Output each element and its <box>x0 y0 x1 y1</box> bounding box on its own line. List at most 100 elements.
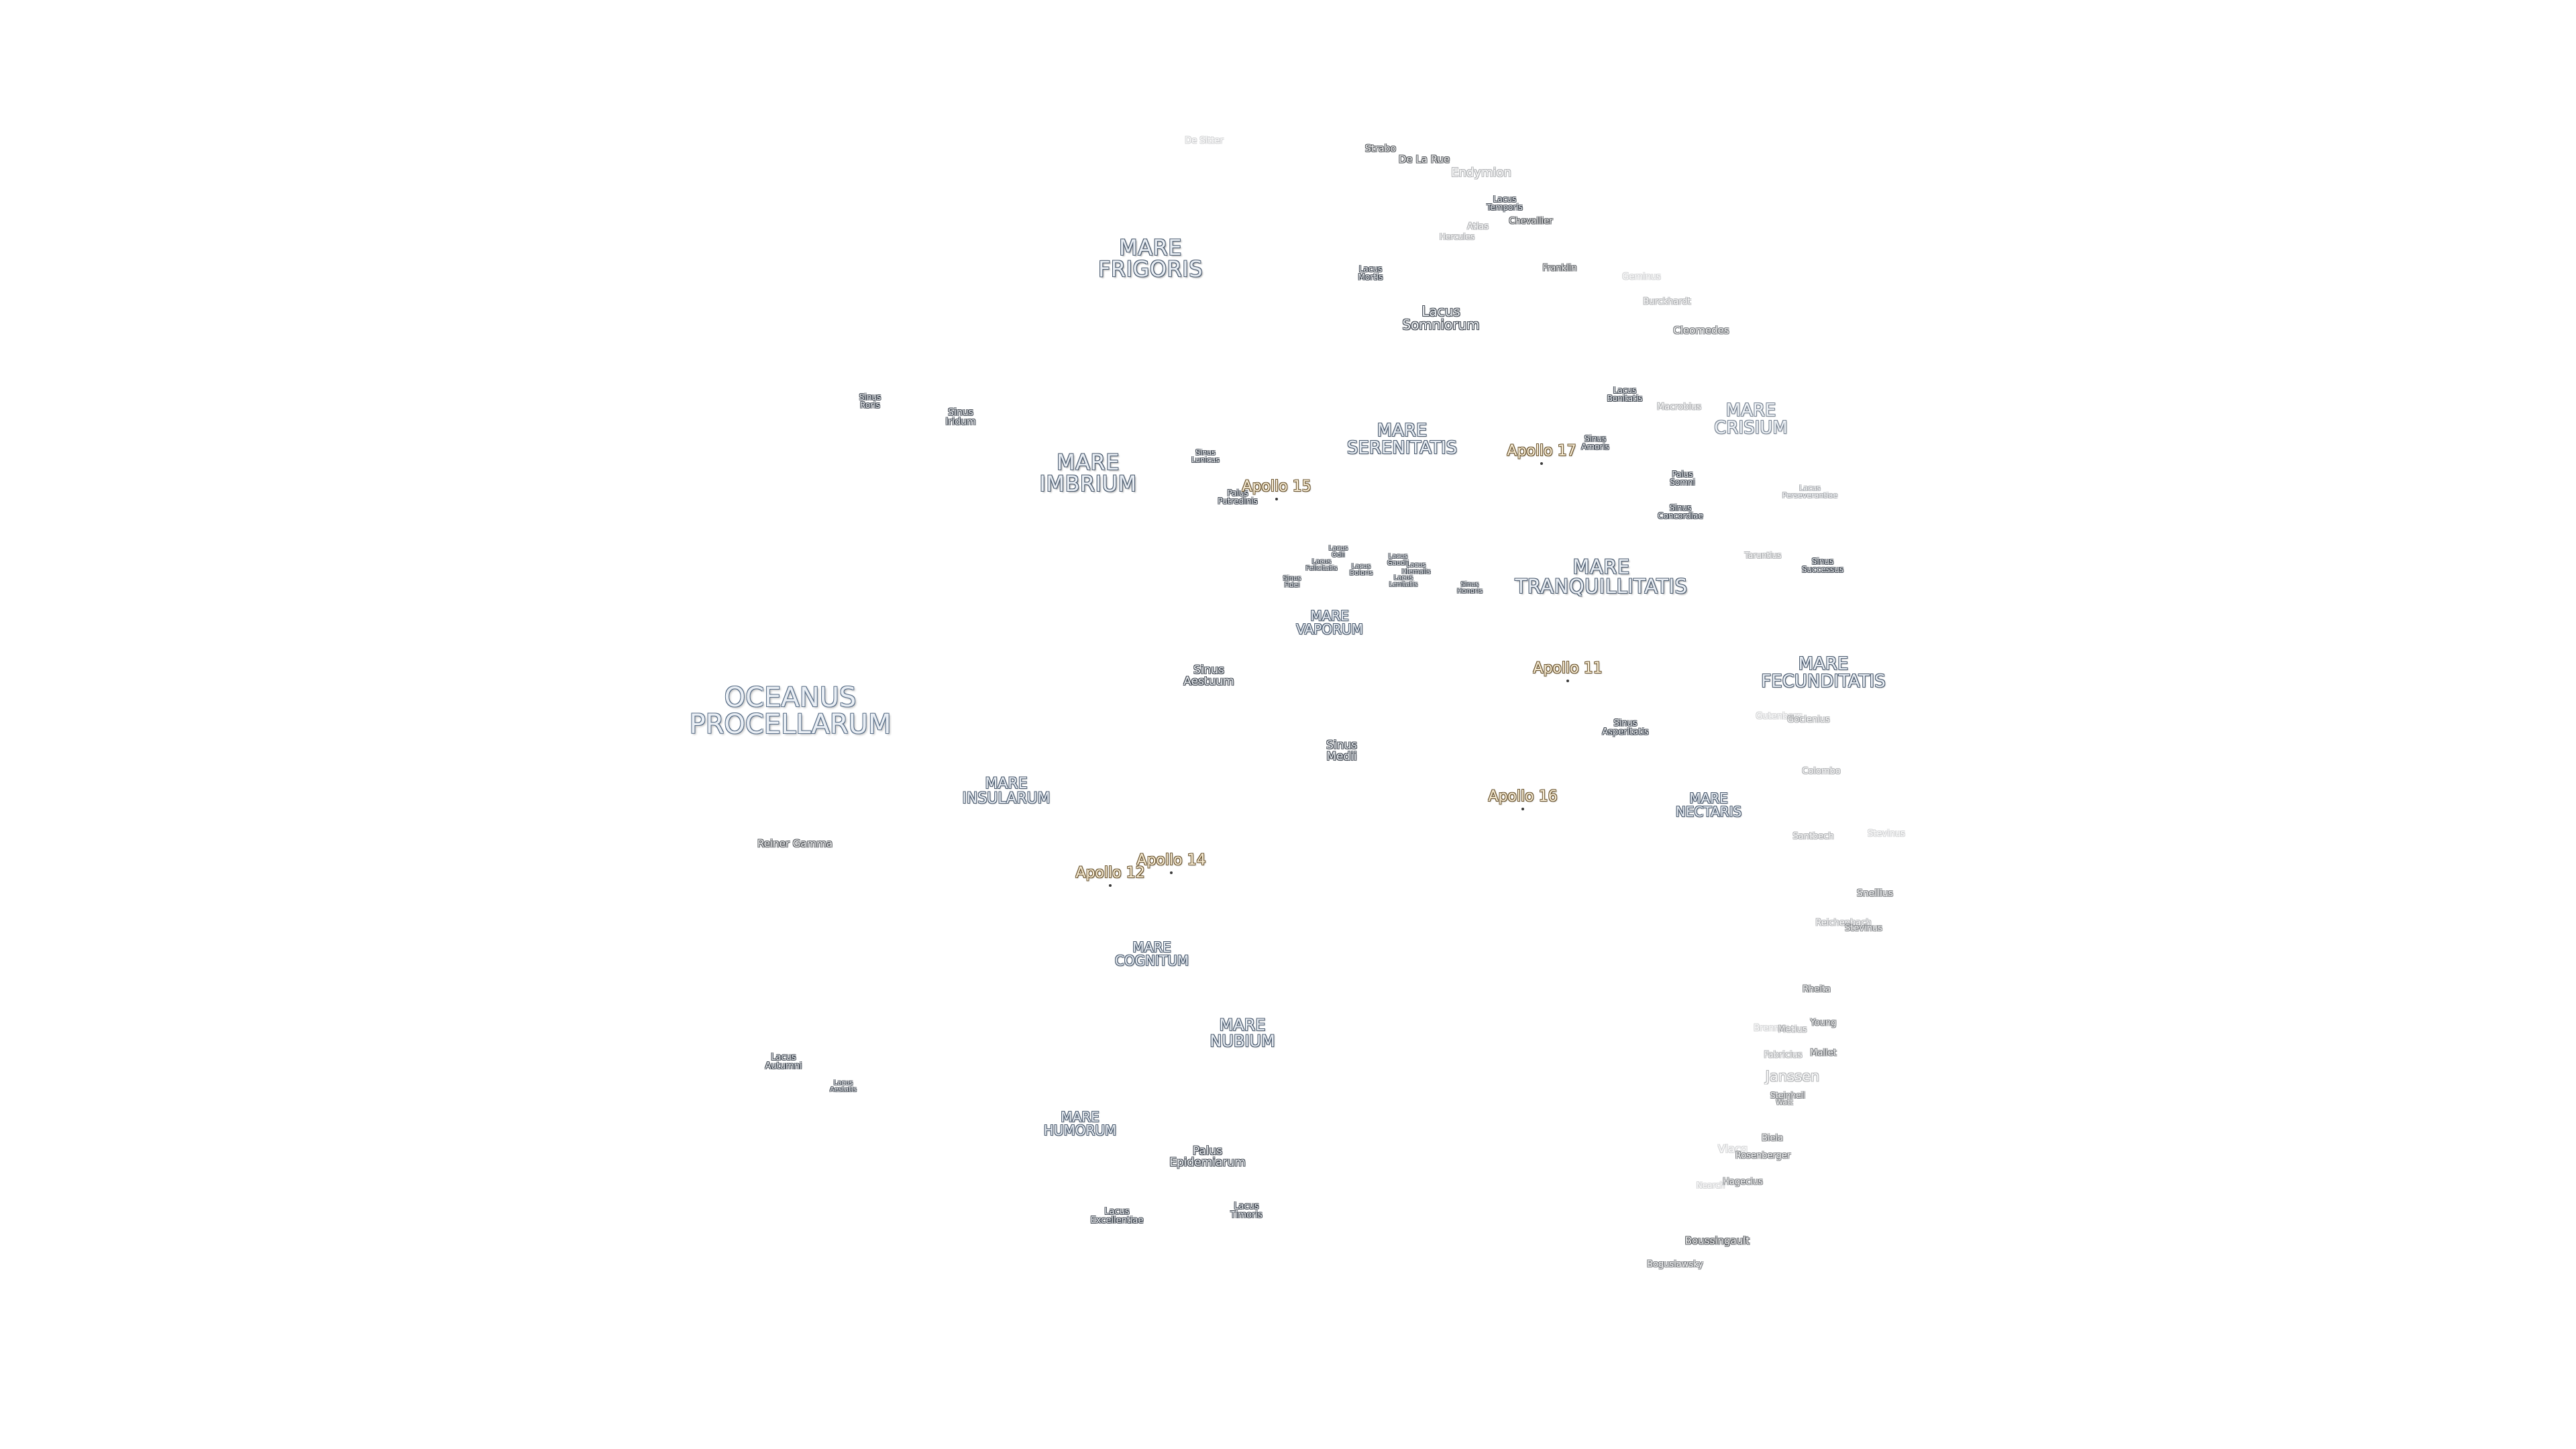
apollo-16-label[interactable]: Apollo 16 <box>1488 788 1558 805</box>
label-line-2: Gaudii <box>1387 559 1409 567</box>
label-line-2: Excellentiae <box>1090 1216 1144 1226</box>
lacus-autumni-label: Lacus Autumni <box>765 1053 802 1071</box>
label-line-1: Sinus <box>1195 448 1216 457</box>
crater-reichenbach-label: Reichenbach <box>1815 918 1872 928</box>
label-line-2: SERENITATIS <box>1346 438 1458 458</box>
label-line-1: Lacus <box>1799 484 1821 492</box>
sinus-roris-label: Sinus Roris <box>859 393 881 409</box>
mare-humorum-label: MARE HUMORUM <box>1044 1110 1116 1137</box>
sinus-lunicus-label: Sinus Lunicus <box>1191 449 1220 464</box>
crater-nearch-label: Nearch <box>1696 1181 1725 1190</box>
label-line-2: Honoris <box>1456 588 1483 595</box>
label-line-1: Lacus <box>1493 195 1517 204</box>
crater-janssen-label: Janssen <box>1765 1068 1820 1085</box>
label-line-2: HUMORUM <box>1043 1122 1117 1138</box>
sinus-honoris-label: Sinus Honoris <box>1457 582 1483 595</box>
label-line-2: Somniorum <box>1402 317 1480 333</box>
apollo-15-label[interactable]: Apollo 15 <box>1242 478 1311 495</box>
label-line-1: Palus <box>1672 470 1693 479</box>
apollo-12-label[interactable]: Apollo 12 <box>1075 865 1145 881</box>
mare-nubium-label: MARE NUBIUM <box>1210 1017 1275 1049</box>
crater-de-la-rue-label: De La Rue <box>1398 153 1450 166</box>
lacus-excellentiae-label: Lacus Excellentiae <box>1091 1208 1144 1225</box>
label-line-1: Lacus <box>1388 553 1408 560</box>
label-line-2: COGNITUM <box>1114 953 1189 969</box>
label-line-1: Palus <box>1227 488 1248 498</box>
lacus-odii-label: Lacus Odii <box>1329 545 1348 559</box>
crater-cleomedes-label: Cleomedes <box>1673 324 1729 337</box>
label-line-2: IMBRIUM <box>1039 471 1137 496</box>
lacus-temporis-label: Lacus Temporis <box>1487 195 1523 211</box>
crater-goclenius-label: Goclenius <box>1787 714 1830 725</box>
label-line-1: Sinus <box>1326 739 1357 752</box>
apollo-11-label[interactable]: Apollo 11 <box>1533 660 1603 677</box>
crater-taruntius-label: Taruntius <box>1744 551 1782 560</box>
label-line-2: NUBIUM <box>1210 1032 1275 1051</box>
lacus-mortis-label: Lacus Mortis <box>1358 265 1383 281</box>
palus-epidemiarum-label: Palus Epidemiarum <box>1169 1146 1246 1169</box>
label-line-1: Palus <box>1192 1144 1223 1158</box>
sinus-amoris-label: Sinus Amoris <box>1581 435 1609 451</box>
crater-endymion-label: Endymion <box>1451 166 1511 180</box>
lacus-somniorum-label: Lacus Somniorum <box>1402 305 1479 331</box>
crater-franklin-label: Franklin <box>1542 263 1577 274</box>
label-line-1: MARE <box>1132 939 1171 955</box>
label-line-2: Bonitatis <box>1607 394 1643 403</box>
lacus-felicitatis-label: Lacus Felicitatis <box>1305 559 1337 572</box>
label-line-1: Sinus <box>1613 718 1638 729</box>
label-line-1: OCEANUS <box>724 682 857 713</box>
label-line-1: Lacus <box>1613 386 1637 395</box>
crater-boussingault-label: Boussingault <box>1684 1234 1750 1247</box>
mare-cognitum-label: MARE COGNITUM <box>1115 941 1189 967</box>
crater-atlas-label: Atlas <box>1466 221 1489 232</box>
label-line-1: Lacus <box>1406 561 1426 569</box>
mare-imbrium-label: MARE IMBRIUM <box>1039 451 1136 494</box>
label-line-1: MARE <box>1725 400 1776 421</box>
apollo-11-site-marker[interactable] <box>1566 680 1569 682</box>
label-line-2: Autumni <box>765 1061 802 1071</box>
label-line-1: MARE <box>1219 1016 1266 1034</box>
mare-frigoris-label: MARE FRIGORIS <box>1098 237 1203 280</box>
crater-de-sitter-label: De Sitter <box>1185 136 1224 146</box>
label-line-2: Concordiae <box>1658 511 1703 521</box>
apollo-17-label[interactable]: Apollo 17 <box>1507 443 1576 460</box>
apollo-14-site-marker[interactable] <box>1170 871 1173 874</box>
crater-watt-label: Watt <box>1776 1097 1793 1107</box>
reiner-gamma-label: Reiner Gamma <box>757 837 833 850</box>
label-line-1: Lacus <box>1311 558 1332 566</box>
label-line-1: Sinus <box>1193 663 1224 677</box>
apollo-16-site-marker[interactable] <box>1521 808 1524 810</box>
label-line-1: Sinus <box>1811 557 1834 566</box>
label-line-2: Aestatis <box>830 1086 857 1093</box>
apollo-15-site-marker[interactable] <box>1275 498 1278 500</box>
label-line-1: Lacus <box>1393 574 1413 582</box>
sinus-successus-label: Sinus Successus <box>1802 557 1843 574</box>
label-line-2: Lunicus <box>1191 455 1220 464</box>
crater-rosenberger-label: Rosenberger <box>1735 1150 1791 1161</box>
label-line-1: Sinus <box>1669 503 1692 513</box>
apollo-12-site-marker[interactable] <box>1109 884 1112 887</box>
label-line-1: MARE <box>1689 790 1728 806</box>
apollo-14-label[interactable]: Apollo 14 <box>1136 852 1206 869</box>
label-line-2: Asperitatis <box>1602 727 1649 737</box>
label-line-1: Lacus <box>771 1053 796 1063</box>
label-line-1: Sinus <box>948 407 973 418</box>
mare-fecunditatis-label: MARE FECUNDITATIS <box>1761 655 1885 690</box>
label-line-1: MARE <box>1057 449 1120 475</box>
label-line-1: Lacus <box>1328 545 1348 552</box>
label-line-1: MARE <box>1572 555 1630 578</box>
label-line-2: Temporis <box>1487 203 1523 212</box>
label-line-1: MARE <box>1310 608 1349 624</box>
mare-crisium-label: MARE CRISIUM <box>1714 402 1788 437</box>
lacus-doloris-label: Lacus Doloris <box>1350 564 1373 577</box>
label-line-2: Roris <box>860 400 880 410</box>
apollo-17-site-marker[interactable] <box>1540 462 1543 465</box>
label-line-2: INSULARUM <box>962 790 1051 807</box>
crater-gutenberg-label: Gutenberg <box>1756 711 1803 722</box>
label-line-1: Lacus <box>1234 1201 1259 1212</box>
lacus-aestatis-label: Lacus Aestatis <box>830 1080 857 1093</box>
crater-stevinus-label: Stevinus <box>1845 923 1882 934</box>
mare-insularum-label: MARE INSULARUM <box>962 777 1050 806</box>
crater-boguslawsky-label: Boguslawsky <box>1647 1259 1703 1270</box>
